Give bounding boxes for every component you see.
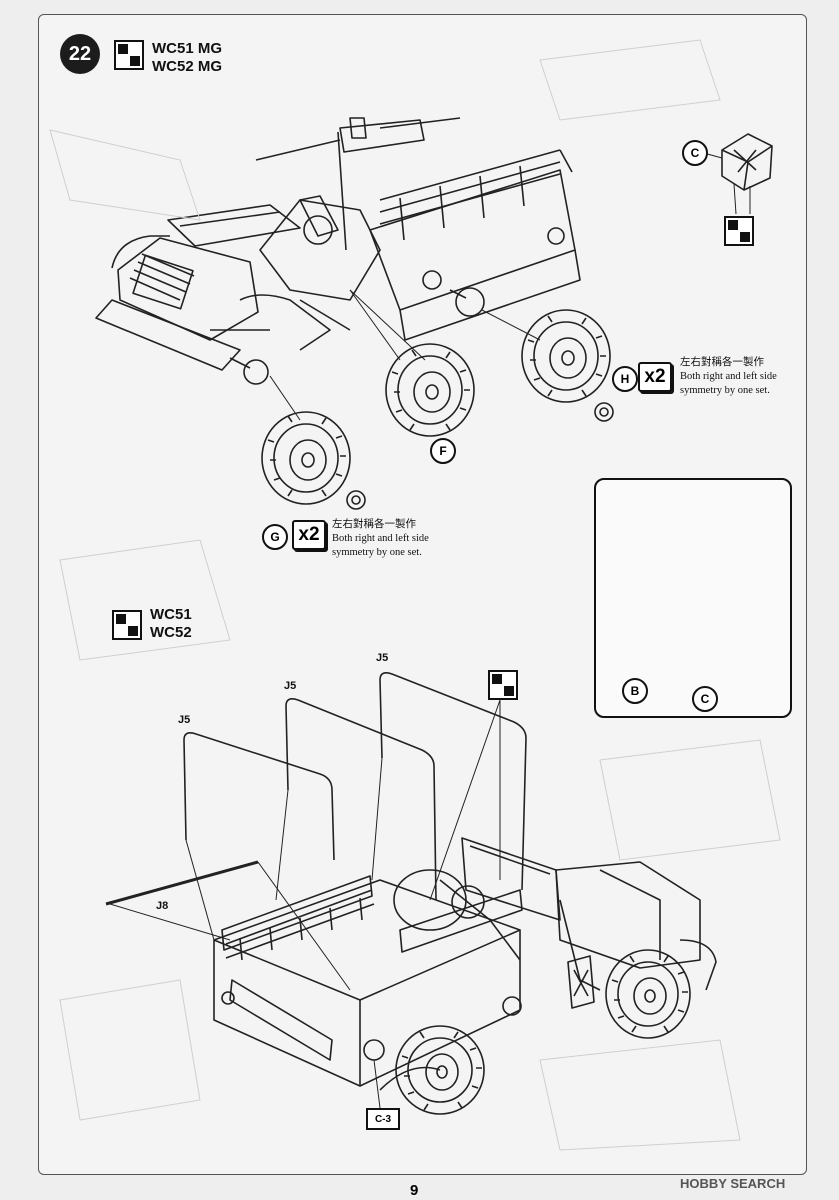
- multiplier-g: x2: [292, 520, 326, 550]
- wheel-icon: [521, 309, 611, 403]
- paint-icon: [112, 610, 142, 640]
- part-label-c: C: [682, 140, 708, 166]
- model-label-wc52: WC52: [150, 624, 192, 641]
- jerry-can-icon: [721, 133, 773, 191]
- note-g-cn: 左右對稱各一製作: [332, 519, 416, 530]
- page-number: 9: [410, 1182, 419, 1199]
- watermark: HOBBY SEARCH: [680, 1176, 786, 1191]
- detail-inset: [594, 478, 792, 718]
- wheel-icon: [261, 411, 351, 505]
- paint-icon: [488, 670, 518, 700]
- part-label-j5: J5: [376, 652, 389, 664]
- part-label-h: H: [612, 366, 638, 392]
- note-h-en1: Both right and left side: [680, 371, 777, 382]
- note-g: 左右對稱各一製作 Both right and left side symmet…: [332, 518, 429, 560]
- model-label-wc52-mg: WC52 MG: [152, 58, 223, 75]
- model-label-wc51-mg: WC51 MG: [152, 40, 223, 57]
- part-label-j8: J8: [156, 900, 169, 912]
- paint-icon: [724, 216, 754, 246]
- multiplier-h: x2: [638, 362, 672, 392]
- part-label-b: B: [622, 678, 648, 704]
- step-number-badge: 22: [60, 34, 100, 74]
- wheel-icon: [395, 1025, 485, 1115]
- note-g-en1: Both right and left side: [332, 533, 429, 544]
- part-label-j5: J5: [178, 714, 191, 726]
- wheel-icon: [385, 343, 475, 437]
- note-h-en2: symmetry by one set.: [680, 385, 770, 396]
- part-label-g: G: [262, 524, 288, 550]
- paint-icon: [114, 40, 144, 70]
- note-g-en2: symmetry by one set.: [332, 547, 422, 558]
- top-vehicle-drawing: [95, 117, 581, 385]
- note-h-cn: 左右對稱各一製作: [680, 357, 764, 368]
- note-h: 左右對稱各一製作 Both right and left side symmet…: [680, 356, 777, 398]
- bottom-vehicle-drawing: [105, 672, 717, 1091]
- part-label-c-inset: C: [692, 686, 718, 712]
- wheel-icon: [605, 949, 691, 1039]
- part-label-j5: J5: [284, 680, 297, 692]
- part-label-f: F: [430, 438, 456, 464]
- model-label-wc51: WC51: [150, 606, 192, 623]
- part-label-c3: C-3: [366, 1108, 400, 1130]
